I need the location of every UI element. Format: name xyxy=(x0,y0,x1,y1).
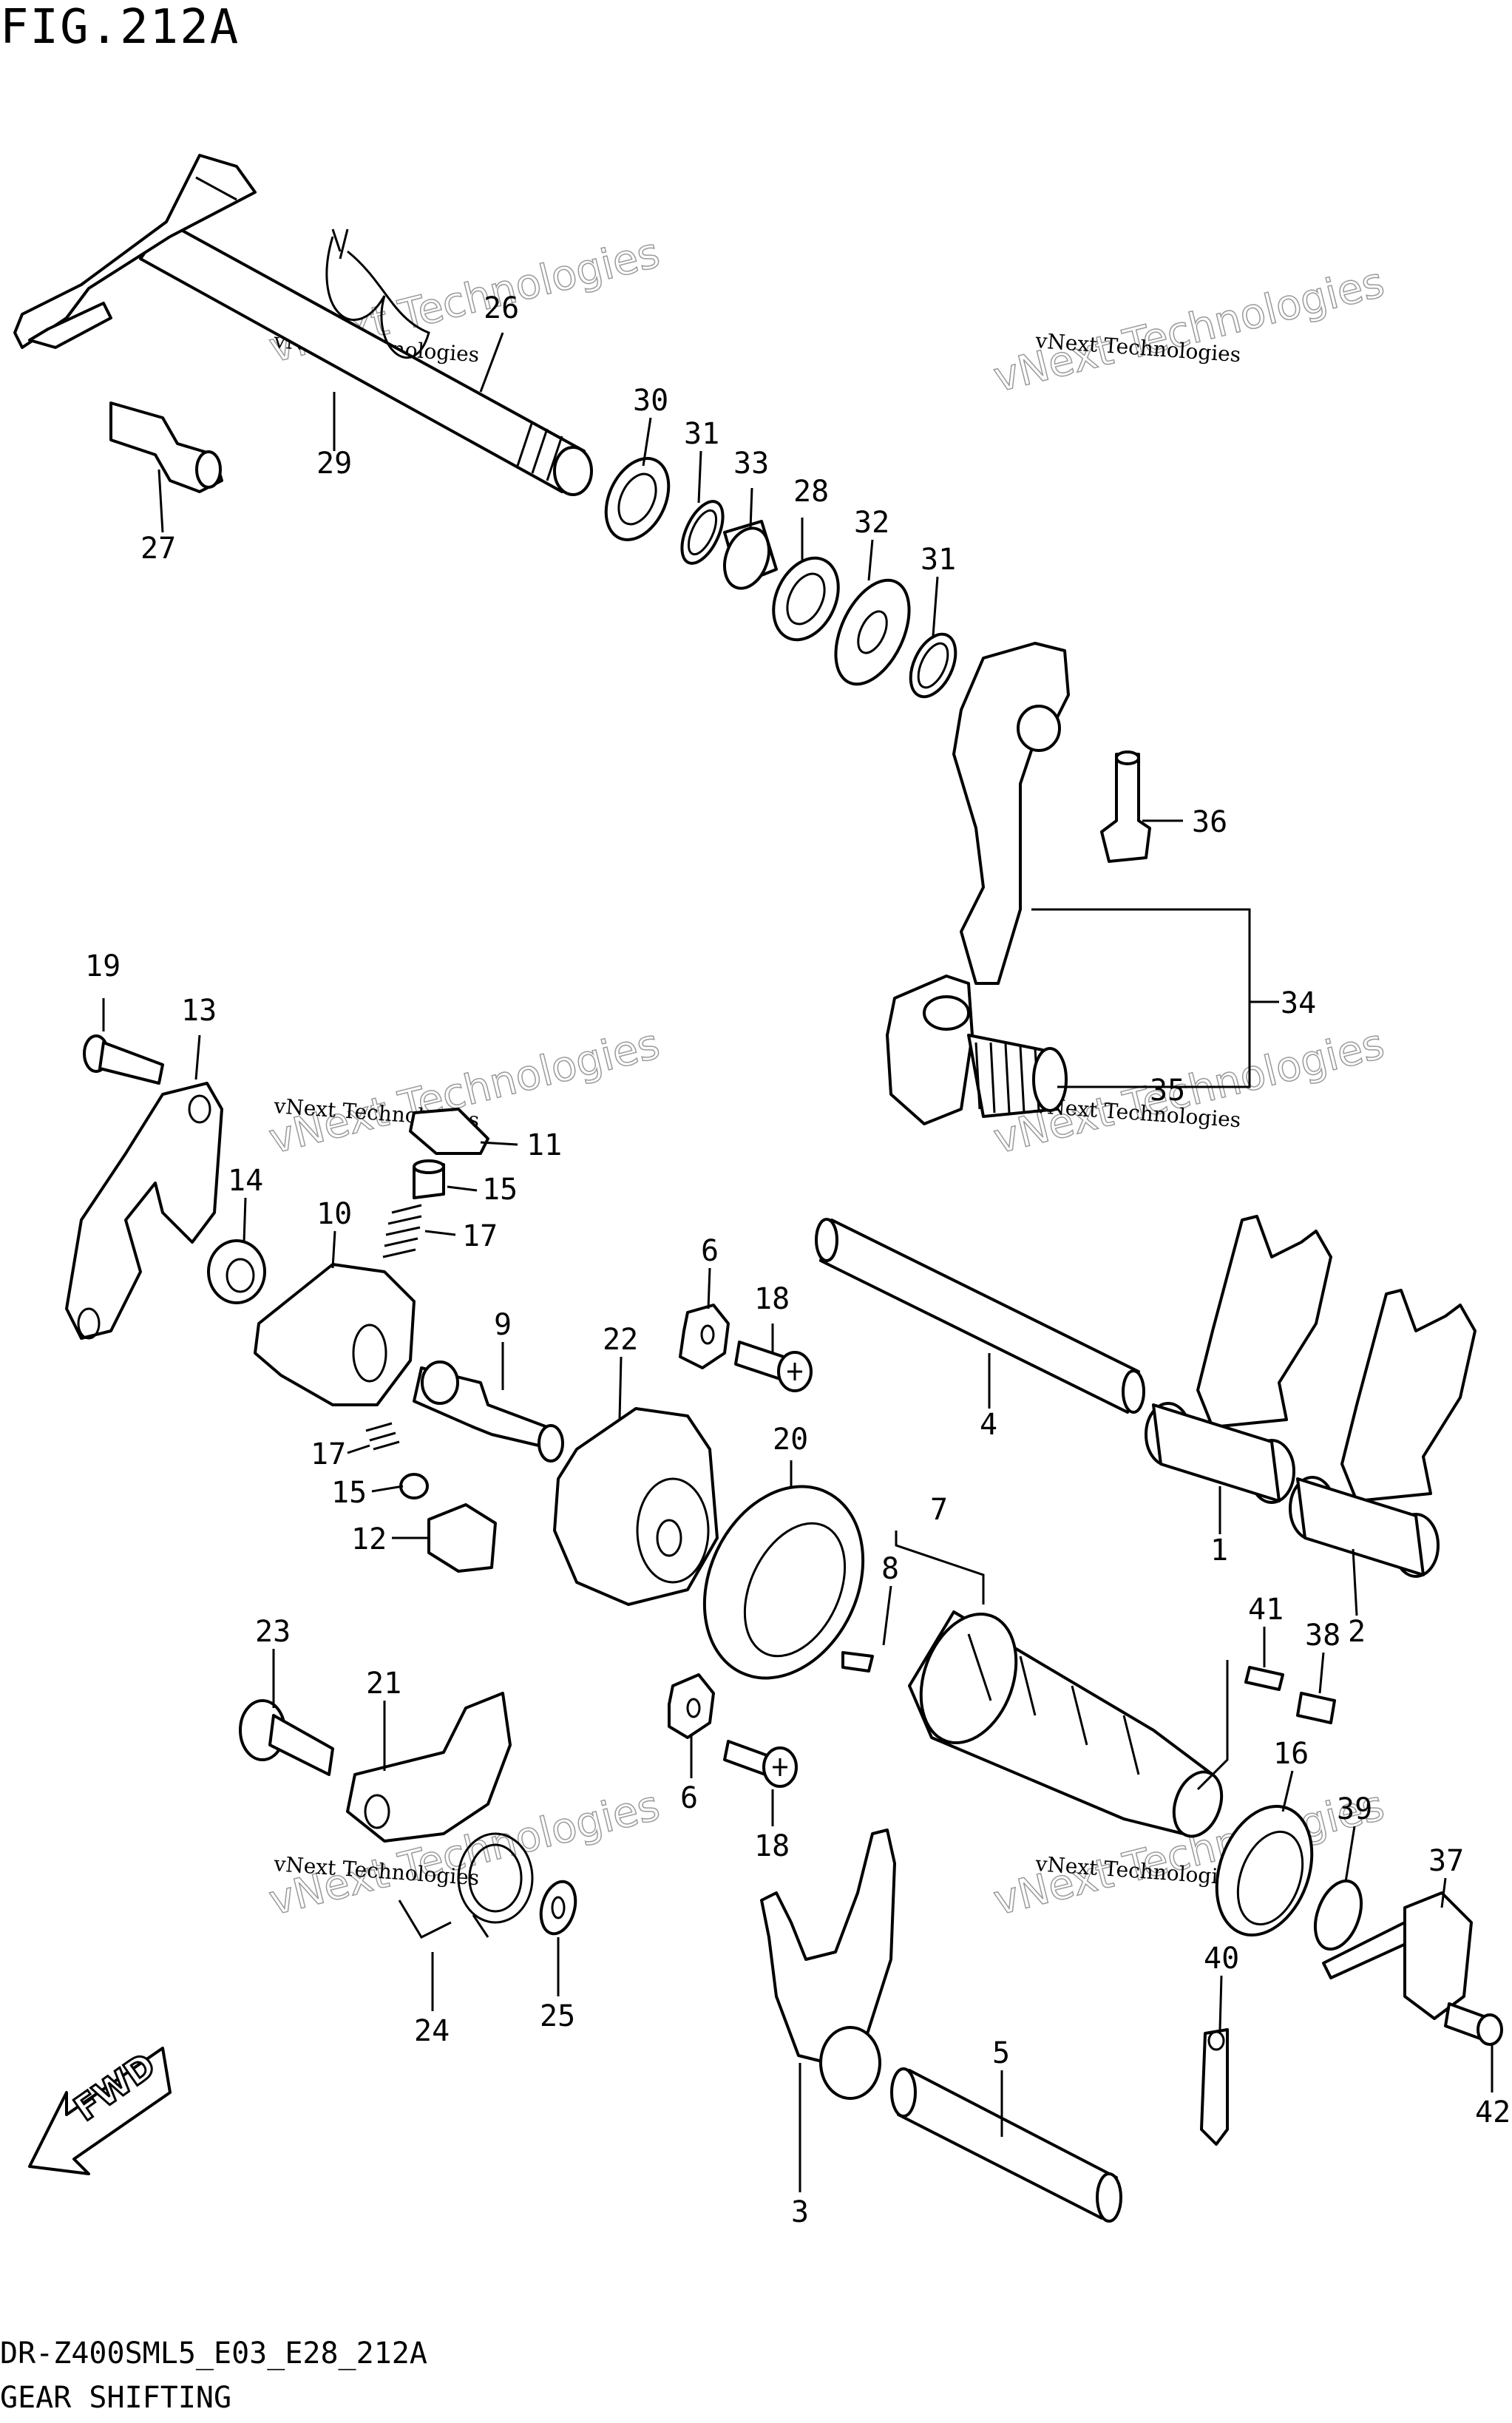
callout-13: 13 xyxy=(181,994,217,1028)
callout-11: 11 xyxy=(526,1128,562,1162)
pin-15-lower-part xyxy=(399,1473,429,1499)
shift-fork-1-part xyxy=(1145,1215,1332,1504)
callout-4: 4 xyxy=(980,1408,997,1442)
return-spring-part xyxy=(325,228,430,359)
screw-18-upper-part xyxy=(734,1341,813,1392)
forward-direction-arrow: FWD xyxy=(28,2044,172,2175)
callout-18a: 18 xyxy=(754,1282,790,1316)
pawl-12-part xyxy=(427,1503,497,1573)
gearshift-shaft-part xyxy=(13,154,593,496)
callout-22: 22 xyxy=(603,1323,638,1357)
spring-24-part xyxy=(398,1832,534,1939)
spring-17-upper-part xyxy=(382,1204,422,1258)
washer-14-part xyxy=(207,1239,266,1304)
gearshift-lever-part xyxy=(886,642,1070,1125)
callout-20: 20 xyxy=(773,1423,808,1457)
leader-lines xyxy=(102,332,1494,2192)
callout-6a: 6 xyxy=(701,1234,719,1268)
callout-23: 23 xyxy=(255,1615,291,1649)
bearing-16-part xyxy=(1215,1804,1314,1937)
screw-18-lower-part xyxy=(723,1740,798,1788)
callout-3: 3 xyxy=(791,2195,809,2229)
callout-19: 19 xyxy=(85,949,121,983)
washer-25-part xyxy=(539,1880,577,1936)
callout-labels: 26 29 27 30 31 33 28 32 31 36 34 35 19 1… xyxy=(85,291,1511,2229)
callout-1: 1 xyxy=(1210,1534,1228,1568)
callout-39: 39 xyxy=(1337,1792,1372,1826)
plate-6-upper-part xyxy=(679,1304,730,1369)
spring-17-lower-part xyxy=(365,1422,400,1451)
plate-6-lower-part xyxy=(668,1673,715,1739)
callout-33: 33 xyxy=(733,447,769,481)
callout-2: 2 xyxy=(1348,1615,1366,1649)
lever-bolt-part xyxy=(1100,750,1151,863)
callout-40: 40 xyxy=(1204,1942,1239,1976)
callout-27: 27 xyxy=(140,532,176,566)
shift-fork-2-part xyxy=(1289,1289,1477,1578)
shift-fork-3-part xyxy=(760,1829,896,2100)
callout-16: 16 xyxy=(1273,1737,1309,1771)
callout-28: 28 xyxy=(793,475,829,509)
callout-36: 36 xyxy=(1192,805,1227,839)
bolt-19-part xyxy=(83,1034,164,1085)
callout-17a: 17 xyxy=(462,1219,498,1253)
shaft-pin-part xyxy=(109,401,223,493)
callout-15a: 15 xyxy=(482,1173,518,1207)
callout-42: 42 xyxy=(1475,2095,1511,2129)
pawl-pin-part xyxy=(413,1360,564,1463)
callout-18b: 18 xyxy=(754,1829,790,1863)
stopper-11-part xyxy=(409,1108,489,1155)
callout-12: 12 xyxy=(351,1522,387,1556)
o-ring-39-part xyxy=(1313,1879,1363,1951)
callout-24: 24 xyxy=(414,2014,450,2048)
callout-41: 41 xyxy=(1248,1593,1284,1627)
gearshift-cam-stopper-plate-part xyxy=(65,1082,223,1340)
fork-shaft-4-part xyxy=(815,1218,1145,1414)
pin-8-part xyxy=(841,1651,874,1673)
callout-30: 30 xyxy=(633,384,668,418)
wire-clamp-part xyxy=(1200,2028,1229,2146)
callout-6b: 6 xyxy=(680,1781,698,1815)
bearing-20-part xyxy=(702,1485,865,1680)
gear-position-sensor-part xyxy=(1322,1891,1473,2020)
callout-31a: 31 xyxy=(684,417,719,451)
callout-32: 32 xyxy=(854,506,889,540)
callout-9: 9 xyxy=(494,1308,512,1342)
callout-8: 8 xyxy=(881,1552,899,1586)
callout-37: 37 xyxy=(1428,1844,1464,1878)
section-name-caption: GEAR SHIFTING xyxy=(0,2381,232,2415)
callout-31b: 31 xyxy=(921,543,956,577)
washer-stack-part xyxy=(604,457,957,699)
cam-driven-gear-part xyxy=(553,1407,719,1606)
model-code-caption: DR-Z400SML5_E03_E28_212A xyxy=(0,2336,427,2371)
callout-29: 29 xyxy=(316,447,352,481)
figure-title: FIG.212A xyxy=(0,0,240,55)
callout-7: 7 xyxy=(930,1493,948,1527)
callout-15b: 15 xyxy=(331,1476,367,1510)
stopper-plate-21-part xyxy=(346,1692,512,1843)
pin-15-upper-part xyxy=(413,1159,445,1199)
bolt-23-part xyxy=(239,1699,334,1776)
callout-34: 34 xyxy=(1281,986,1316,1020)
callout-35: 35 xyxy=(1150,1074,1185,1108)
callout-17b: 17 xyxy=(311,1437,346,1471)
callout-25: 25 xyxy=(540,1999,575,2033)
fork-shaft-5-part xyxy=(890,2067,1122,2223)
gearshift-cam-part xyxy=(908,1610,1224,1838)
pin-38-part xyxy=(1296,1692,1336,1724)
callout-21: 21 xyxy=(366,1667,401,1701)
callout-14: 14 xyxy=(228,1164,263,1198)
callout-26: 26 xyxy=(484,291,519,325)
pawl-holder-part xyxy=(254,1263,416,1406)
callout-5: 5 xyxy=(992,2036,1010,2070)
pin-41-part xyxy=(1244,1666,1284,1691)
callout-10: 10 xyxy=(316,1197,352,1231)
callout-38: 38 xyxy=(1305,1619,1340,1653)
bolt-42-part xyxy=(1444,2002,1503,2046)
